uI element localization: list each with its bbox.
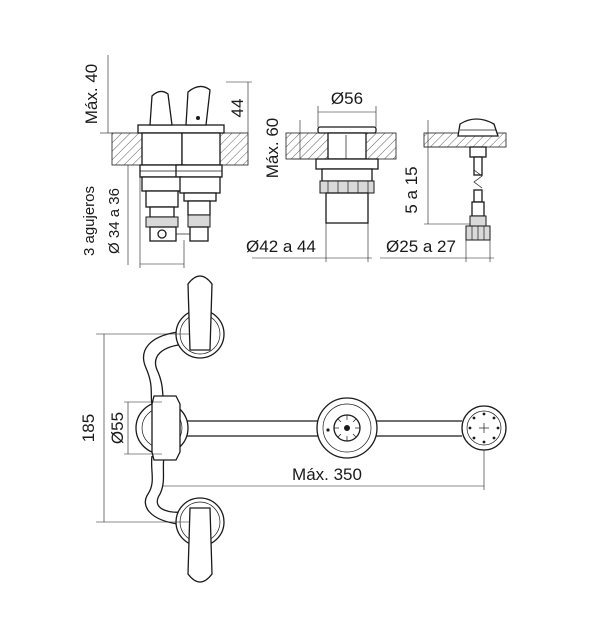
adjust-range-label: 5 a 15 bbox=[402, 166, 421, 213]
lever-handle-left bbox=[149, 90, 173, 126]
lever-lower bbox=[187, 507, 213, 583]
lever-handle-right bbox=[185, 85, 211, 126]
handle-diameter-label: Ø55 bbox=[108, 412, 127, 444]
actuator-diameter-label: Ø25 a 27 bbox=[386, 237, 456, 256]
plan-view: 185 Ø55 Máx. 350 bbox=[79, 275, 507, 583]
lever-upper bbox=[187, 275, 213, 351]
max-length-label: Máx. 350 bbox=[292, 465, 362, 484]
hose-upper bbox=[142, 331, 179, 405]
overall-height-label: 185 bbox=[79, 414, 98, 442]
mixer-lever bbox=[151, 395, 181, 461]
drain-diameter-label: Ø56 bbox=[331, 89, 363, 108]
handle-height-label: 44 bbox=[228, 99, 247, 118]
drain-depth-label: Máx. 60 bbox=[263, 118, 282, 178]
tap-side-view: Máx. 40 44 3 agujeros Ø 34 a 36 bbox=[81, 55, 252, 268]
hose-lower bbox=[144, 455, 179, 525]
holes-label-line1: 3 agujeros bbox=[81, 186, 98, 256]
holes-label-line2: Ø 34 a 36 bbox=[106, 188, 123, 254]
actuator-side-view: 5 a 15 Ø25 a 27 bbox=[380, 118, 507, 262]
max-height-label: Máx. 40 bbox=[82, 64, 101, 124]
drain-side-view: Ø56 Máx. 60 Ø42 a 44 bbox=[246, 89, 397, 262]
drain-body-label: Ø42 a 44 bbox=[246, 237, 316, 256]
